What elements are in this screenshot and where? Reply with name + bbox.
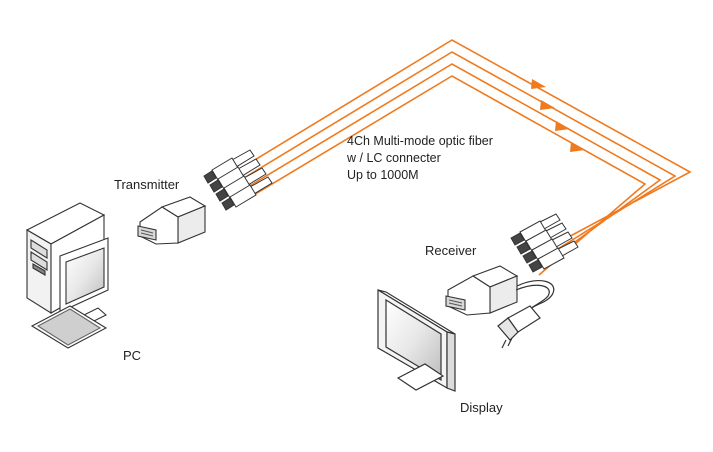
receiver-label: Receiver: [425, 243, 477, 258]
lc-connector: [221, 176, 273, 211]
lc-connector: [528, 240, 579, 273]
fiber-line-4: [241, 75, 647, 276]
receiver-lc-connectors: [510, 213, 579, 273]
fiber-description-line2: w / LC connecter: [347, 151, 441, 165]
fiber-description: 4Ch Multi-mode optic fiber w / LC connec…: [347, 133, 493, 184]
lc-connector: [203, 149, 255, 184]
pc-icon: [25, 202, 109, 349]
power-adapter: [497, 279, 555, 349]
arrow-icon: [540, 100, 555, 110]
lc-connector: [510, 213, 561, 246]
fiber-description-line1: 4Ch Multi-mode optic fiber: [347, 134, 493, 148]
pc-label: PC: [123, 348, 142, 363]
display-icon: [377, 288, 456, 392]
lc-connector: [209, 158, 261, 193]
receiver-module: [445, 265, 519, 316]
arrow-icon: [555, 121, 570, 131]
transmitter-label: Transmitter: [114, 177, 180, 192]
fiber-arrows: [531, 79, 585, 152]
arrow-icon: [531, 79, 546, 89]
arrow-icon: [570, 142, 585, 152]
display-label: Display: [460, 400, 503, 415]
transmitter-lc-connectors: [203, 149, 273, 211]
transmitter-module: [137, 196, 207, 245]
lc-connector: [215, 167, 267, 202]
fiber-description-line3: Up to 1000M: [347, 168, 419, 182]
